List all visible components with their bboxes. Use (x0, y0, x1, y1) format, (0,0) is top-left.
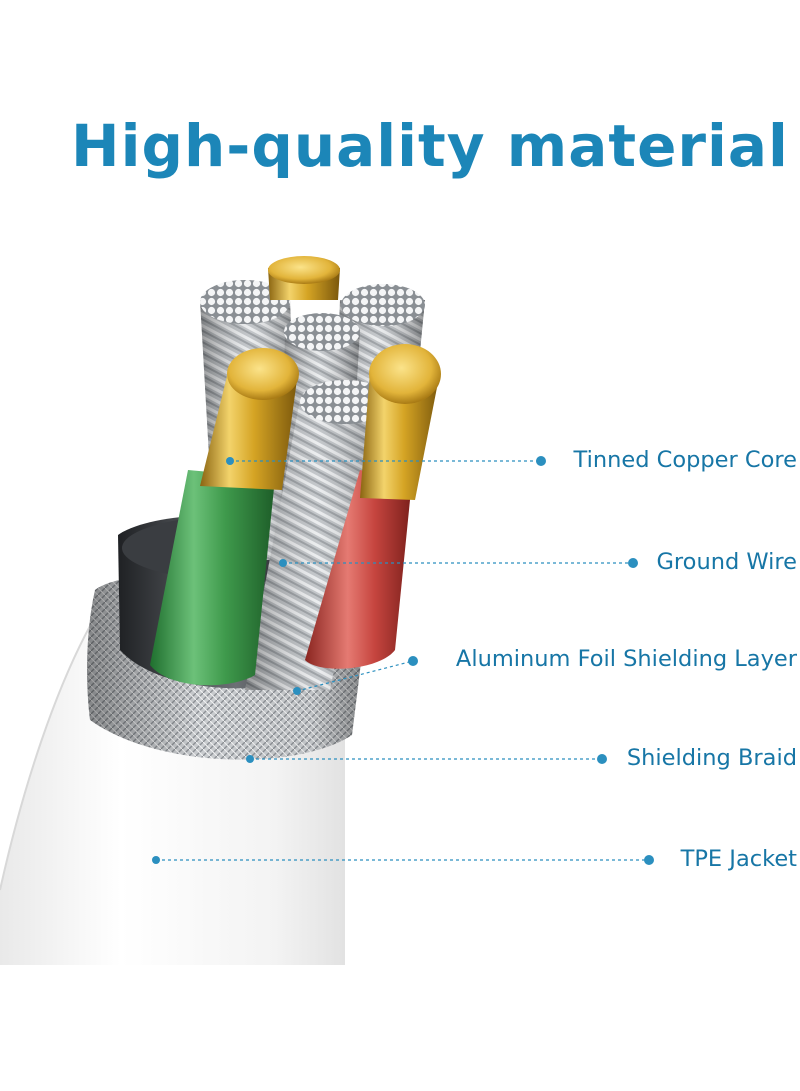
leader-lines (152, 456, 654, 865)
leader-line-aluminum-foil (296, 660, 414, 692)
label-shielding-braid: Shielding Braid (626, 745, 797, 771)
label-ground-wire: Ground Wire (656, 549, 797, 575)
label-tpe-jacket: TPE Jacket (680, 846, 797, 872)
label-aluminum-foil-shielding-layer: Aluminum Foil Shielding Layer (455, 646, 797, 672)
leader-dot-start (226, 457, 234, 465)
page-title: High-quality material (71, 112, 789, 180)
bottom-whitespace (0, 965, 800, 1091)
gold-core-back (268, 256, 340, 300)
red-wire (305, 344, 441, 669)
leader-dot-end (536, 456, 546, 466)
label-tinned-copper-core: Tinned Copper Core (573, 447, 797, 473)
